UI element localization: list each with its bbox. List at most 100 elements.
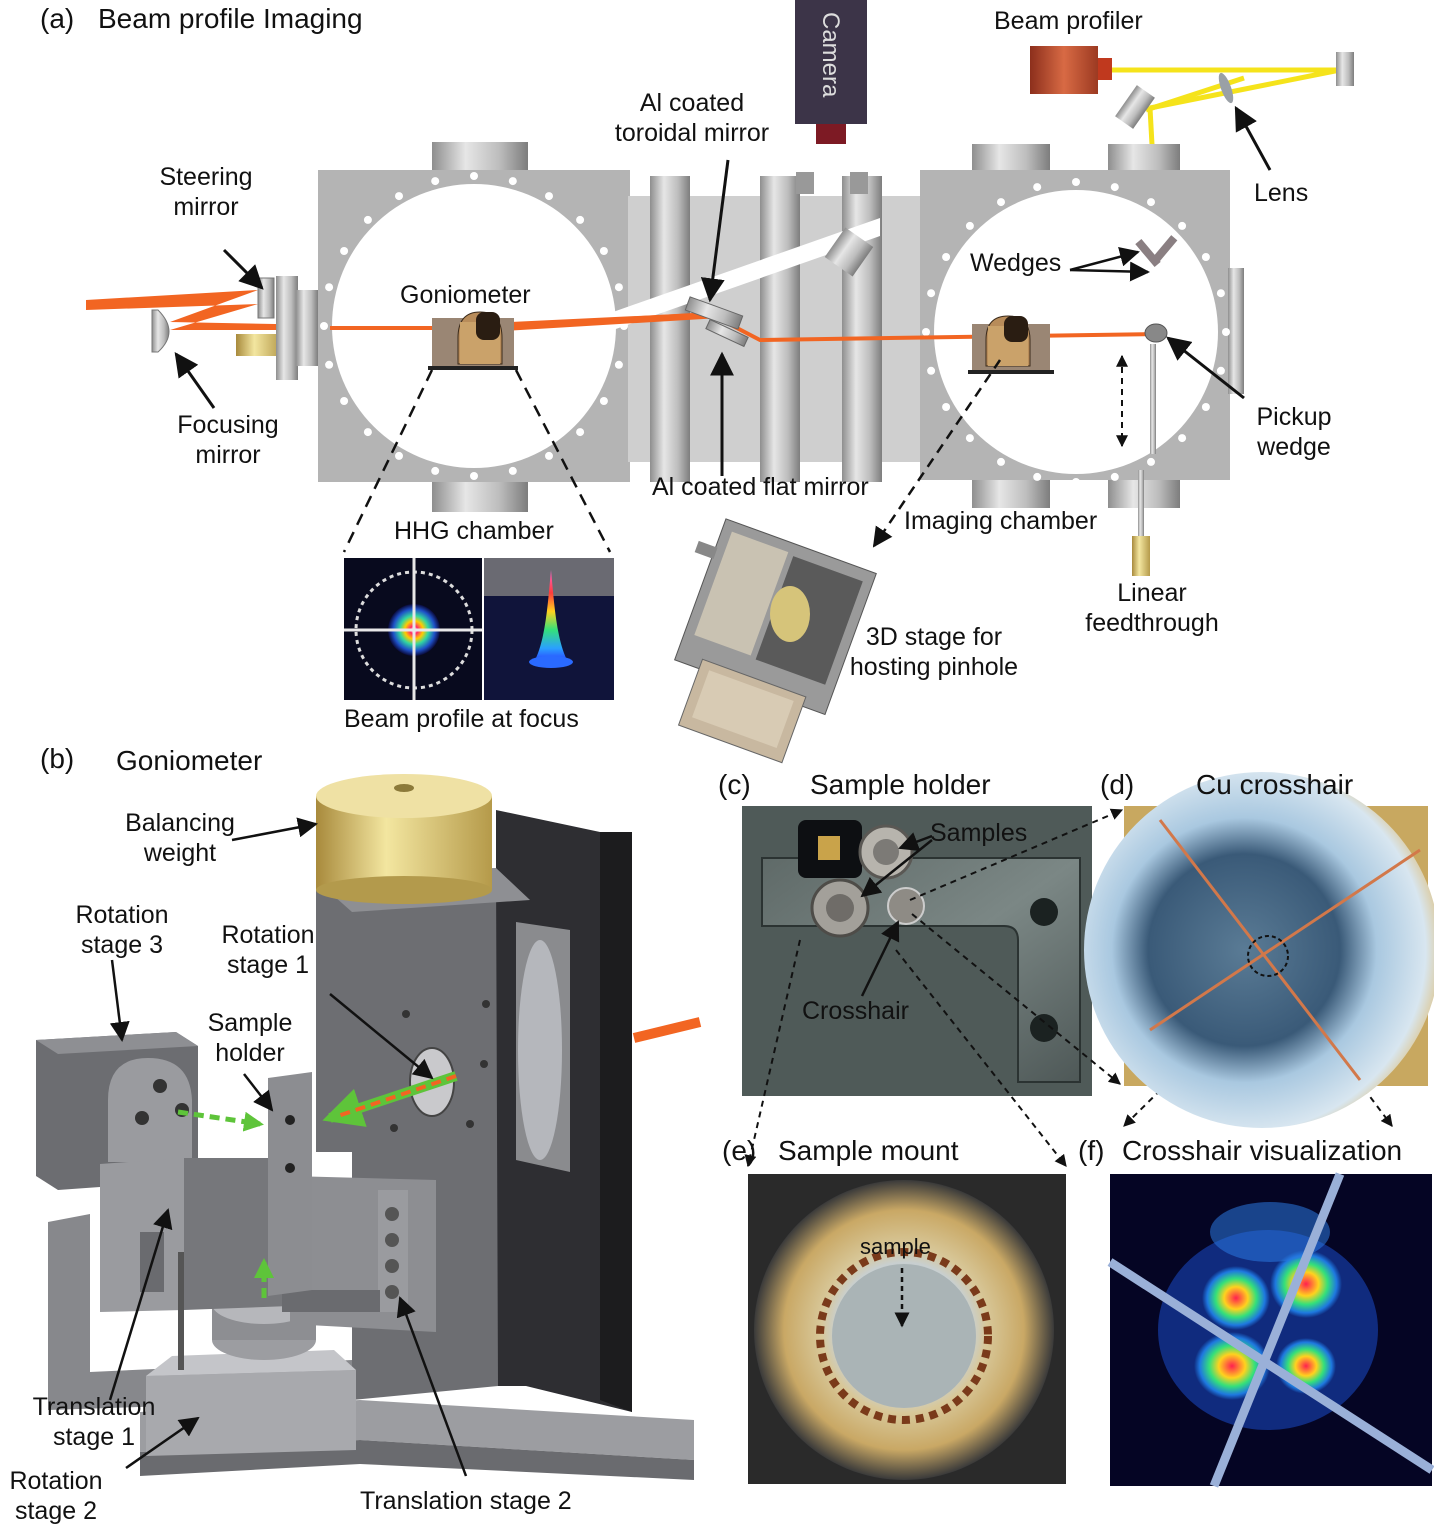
linear-feedthrough-label: Linear feedthrough <box>1085 579 1219 637</box>
toroidal-label: Al coated toroidal mirror <box>614 89 770 147</box>
goniometer-base-edge <box>428 366 518 370</box>
translation-stage-1-label: Translation stage 1 <box>32 1393 156 1451</box>
bolt-hole <box>363 215 372 224</box>
imaging-bolt-holes <box>922 178 1230 486</box>
wedge-2 <box>1150 235 1178 265</box>
bolt-hole <box>1033 472 1042 481</box>
bolt-hole <box>997 198 1005 207</box>
bolt-hole <box>395 192 403 201</box>
sample-mount-ring <box>816 1248 992 1424</box>
crosshair-vis-wire-2 <box>1209 1172 1345 1488</box>
bolt-hole <box>965 434 974 443</box>
sample-label: sample <box>860 1234 931 1259</box>
bolt-hole <box>363 428 372 437</box>
panel-b-title: Goniometer <box>116 745 263 776</box>
sample-ring-1-inner <box>873 839 899 865</box>
bolt-hole <box>1033 183 1042 192</box>
imaging-chamber <box>920 144 1244 508</box>
rotation-stage-1-label: Rotation stage 1 <box>221 921 315 979</box>
arrow-sample-holder <box>243 1073 274 1112</box>
pinhole-3d-stage <box>674 518 877 764</box>
arrow-wedge-2 <box>1069 261 1150 282</box>
panel-f-tag: (f) <box>1078 1135 1105 1166</box>
bolt-hole <box>599 397 608 405</box>
steering-mount <box>236 334 282 356</box>
arrow-3dstage <box>872 359 1002 548</box>
bolt-hole <box>942 403 951 411</box>
xuv-beam-focus <box>470 312 720 333</box>
panel-c-title: Sample holder <box>810 769 991 800</box>
beam-profile-peak <box>534 570 568 662</box>
pickup-rod <box>1150 344 1156 454</box>
goniometer-dark <box>476 312 500 340</box>
bolt-hole <box>1201 253 1210 261</box>
beam-profile-label: Beam profile at focus <box>344 705 579 733</box>
dash-to-e-right <box>895 949 1067 1167</box>
lens-element <box>1218 72 1234 104</box>
rotation-stage-3-label: Rotation stage 3 <box>75 901 169 959</box>
arrow-trans2 <box>396 1296 468 1477</box>
sample-holder-b-label: Sample holder <box>207 1009 293 1067</box>
hhg-bolt-holes <box>320 172 628 480</box>
crosshair-label: Crosshair <box>802 997 909 1025</box>
turning-mirror-left <box>1115 85 1155 129</box>
camera-body <box>795 0 867 124</box>
pinhole-dark <box>1004 316 1028 342</box>
plate-hole-1 <box>1030 898 1058 926</box>
dash-to-d-top <box>909 808 1124 901</box>
feedthrough-knob <box>1132 536 1150 576</box>
pinhole-base-edge <box>968 370 1054 374</box>
bolt-hole <box>470 472 478 480</box>
goniometer-3d <box>36 774 694 1480</box>
panel-a-tag: (a) <box>40 3 75 34</box>
bolt-hole <box>576 215 585 224</box>
arrow-trans1 <box>108 1208 173 1401</box>
bolt-hole <box>1178 221 1187 230</box>
hhg-chamber-label: HHG chamber <box>394 517 554 545</box>
bolt-hole <box>1147 457 1155 466</box>
panel-d-tag: (d) <box>1100 769 1135 800</box>
balancing-weight-label: Balancing weight <box>125 809 235 867</box>
beam-profiler <box>1030 46 1098 94</box>
panel-e-title: Sample mount <box>778 1135 959 1166</box>
bolt-hole <box>1147 198 1155 207</box>
bolt-hole <box>325 360 334 369</box>
arrow-rot1 <box>329 993 434 1080</box>
bolt-hole <box>1216 366 1225 375</box>
toroidal-mirror <box>684 296 744 330</box>
zoom-line-right <box>514 369 612 553</box>
arrow-lens <box>1234 105 1272 171</box>
bolt-hole <box>1110 183 1119 192</box>
pinhole-disc <box>770 586 810 642</box>
bolt-hole <box>1072 178 1080 186</box>
beam-profiler-label: Beam profiler <box>994 7 1143 35</box>
bolt-hole <box>340 247 349 255</box>
crosshair-vis-wire-1 <box>1107 1258 1434 1474</box>
zoom-line-left <box>342 369 434 553</box>
wedges-label: Wedges <box>970 249 1062 277</box>
bolt-hole <box>1201 403 1210 411</box>
focusing-mirror <box>151 309 170 353</box>
bolt-hole <box>599 247 608 255</box>
arrow-wedge-1 <box>1069 246 1140 272</box>
bolt-hole <box>545 192 553 201</box>
cu-wire-2 <box>1149 848 1421 1032</box>
dash-to-d-bottom <box>911 913 1121 1085</box>
bolt-hole <box>508 177 517 186</box>
samples-label: Samples <box>930 819 1028 847</box>
camera-lens <box>816 124 846 144</box>
bolt-hole <box>922 328 930 336</box>
panel-f-title: Crosshair visualization <box>1122 1135 1403 1166</box>
panel-b-tag: (b) <box>40 743 75 774</box>
arrow-rot3 <box>109 959 130 1042</box>
green-arrow-rot3 <box>177 1109 264 1132</box>
flat-mirror-label: Al coated flat mirror <box>652 473 869 501</box>
beam-profile-peak-base <box>529 656 573 668</box>
bolt-hole <box>340 397 349 405</box>
focusing-label: Focusing mirror <box>177 411 279 469</box>
feedthrough-rod <box>1138 470 1144 536</box>
cu-crosshair-center <box>1247 935 1289 977</box>
panel-d-title: Cu crosshair <box>1196 769 1354 800</box>
